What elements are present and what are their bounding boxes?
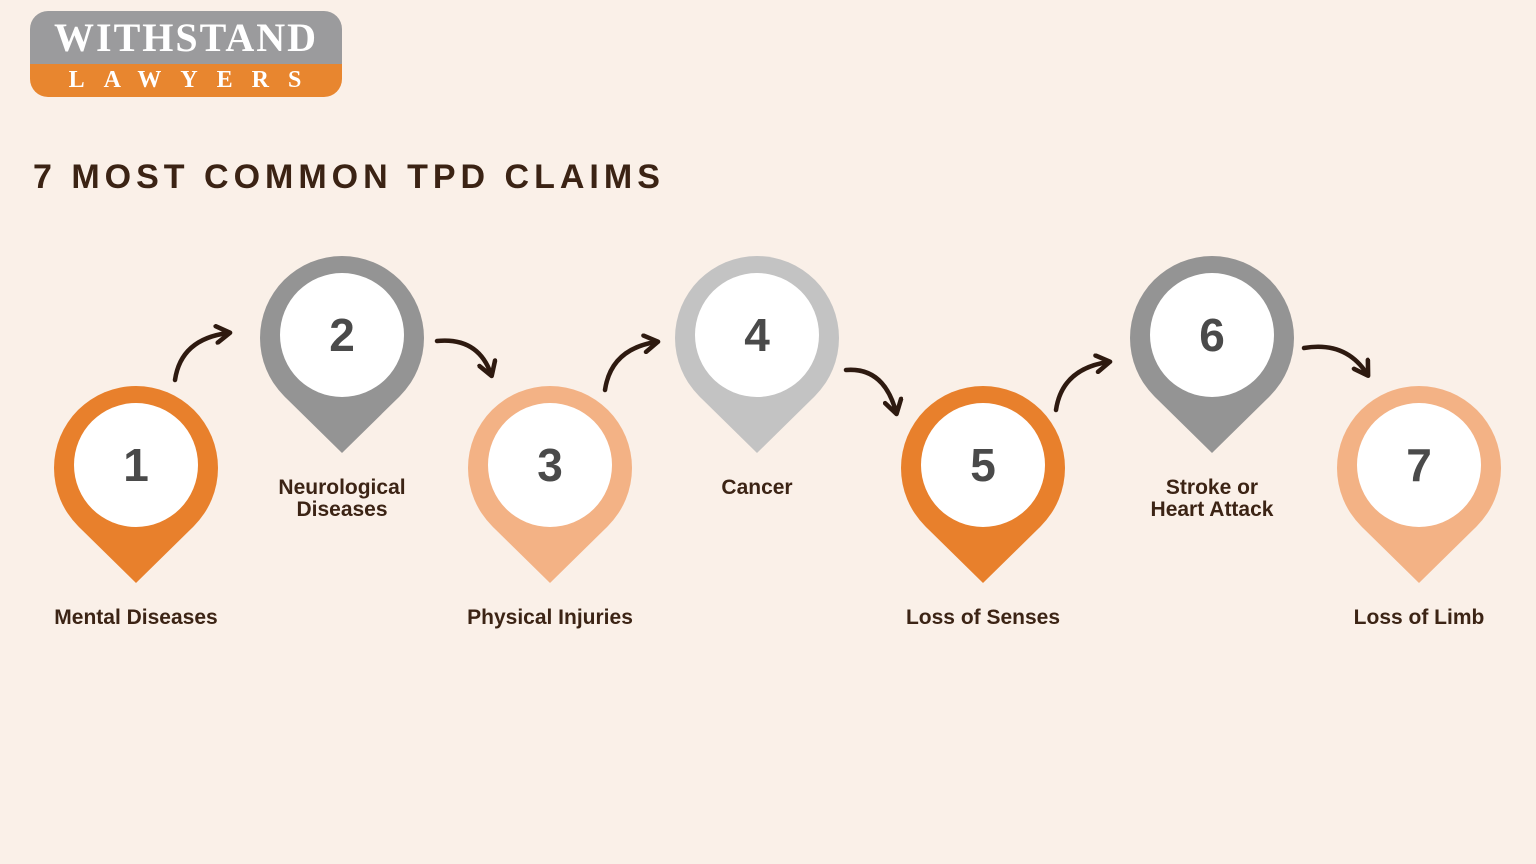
pin-number: 2 [329,309,355,361]
pin-number: 1 [123,439,149,491]
pin-number: 5 [970,439,996,491]
map-pin-icon [901,386,1065,583]
logo-name-top: WITHSTAND [54,15,318,60]
pin-mental-diseases: 1 Mental Diseases [51,383,221,673]
arrow-6-to-7-icon [1301,344,1375,402]
logo-bottom-band: LAWYERS [30,64,342,97]
arrow-5-to-6-icon [1053,352,1125,413]
logo-name-bottom: LAWYERS [68,67,321,93]
pin-physical-injuries: 3 Physical Injuries [465,383,635,673]
pin-number: 7 [1406,439,1432,491]
arrow-1-to-2-icon [172,324,244,383]
withstand-lawyers-logo: WITHSTAND LAWYERS [30,11,342,97]
map-pin-icon [1130,256,1294,453]
pin-label: Loss of Limb [1353,606,1485,629]
pin-label: Loss of Senses [905,606,1061,629]
logo-top-band: WITHSTAND [30,11,342,64]
pin-number: 3 [537,439,563,491]
arrow-4-to-5-icon [843,367,916,424]
map-pin-icon [468,386,632,583]
page-title: 7 MOST COMMON TPD CLAIMS [33,158,665,196]
pin-label: Physical Injuries [467,606,633,629]
pin-label: Cancer [721,476,793,499]
pin-stroke-or-heart-attack: 6 Stroke or Heart Attack [1127,253,1297,543]
pin-label: Mental Diseases [54,606,218,629]
pin-number: 6 [1199,309,1225,361]
arrow-2-to-3-icon [434,338,507,396]
pin-loss-of-limb: 7 Loss of Limb [1334,383,1504,673]
arrow-3-to-4-icon [602,332,674,393]
pin-cancer: 4 Cancer [672,253,842,543]
map-pin-icon [260,256,424,453]
map-pin-icon [1337,386,1501,583]
map-pin-icon [54,386,218,583]
pin-label: Neurological Diseases [278,476,406,521]
map-pin-icon [675,256,839,453]
pin-label: Stroke or Heart Attack [1150,476,1274,521]
pin-number: 4 [744,309,770,361]
pin-neurological-diseases: 2 Neurological Diseases [257,253,427,543]
pin-loss-of-senses: 5 Loss of Senses [898,383,1068,673]
